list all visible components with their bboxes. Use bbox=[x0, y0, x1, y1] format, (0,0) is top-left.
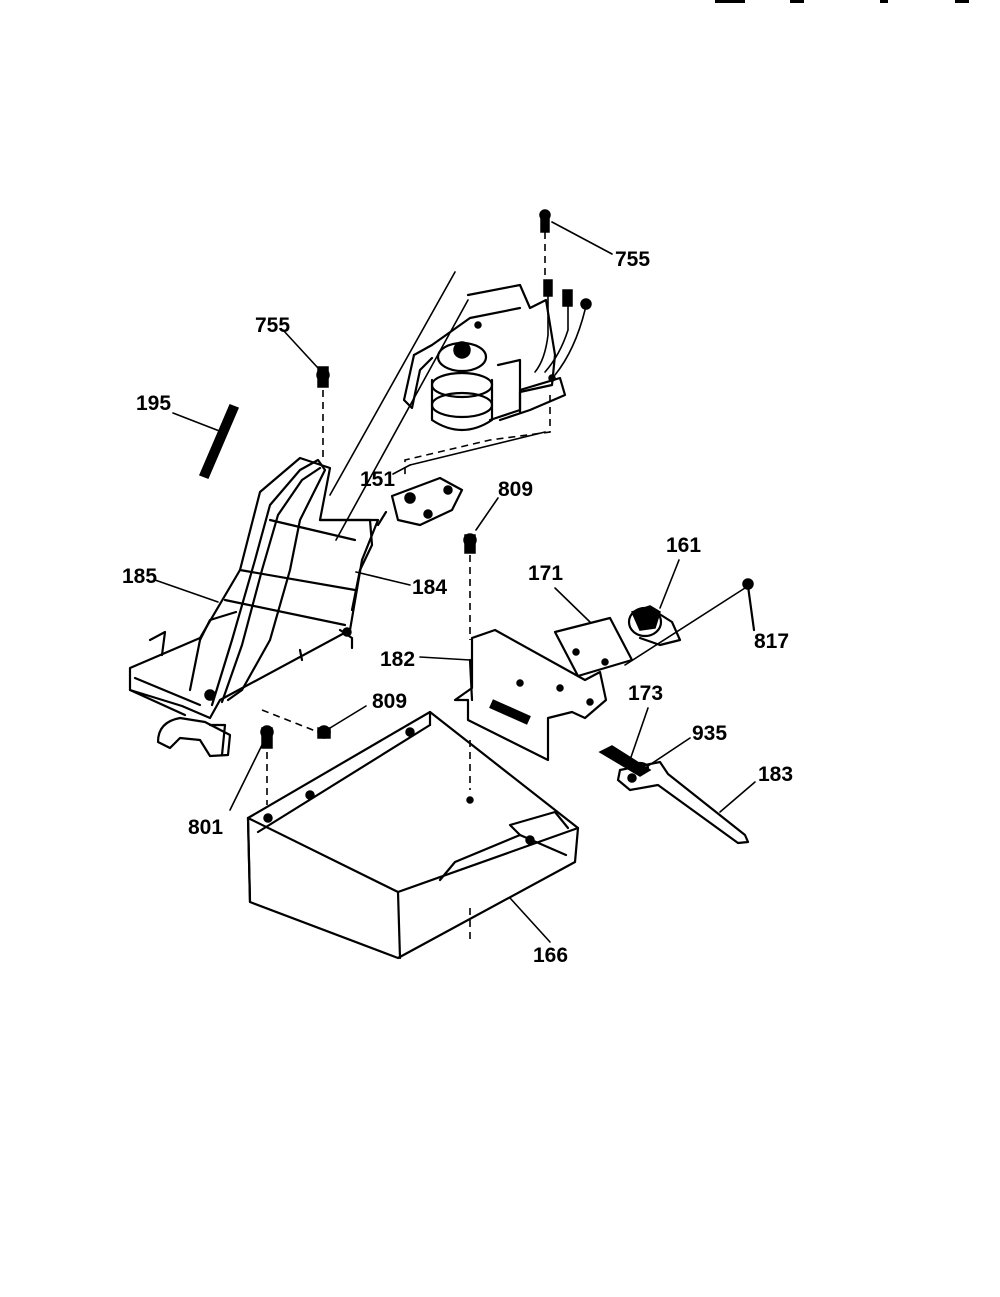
callout-809-top: 809 bbox=[498, 478, 533, 501]
base-pan-166 bbox=[246, 710, 580, 960]
rod-195 bbox=[172, 404, 239, 479]
callout-183: 183 bbox=[758, 763, 793, 786]
screw-755-left bbox=[282, 329, 330, 460]
callout-182: 182 bbox=[380, 648, 415, 671]
switch-161 bbox=[624, 559, 746, 666]
callout-755-top: 755 bbox=[615, 248, 650, 271]
callout-817: 817 bbox=[754, 630, 789, 653]
callout-151: 151 bbox=[360, 468, 395, 491]
callout-166: 166 bbox=[533, 944, 568, 967]
callout-171: 171 bbox=[528, 562, 563, 585]
callout-185: 185 bbox=[122, 565, 157, 588]
callout-161: 161 bbox=[666, 534, 701, 557]
frame-185 bbox=[128, 456, 380, 758]
top-edge-fragments bbox=[715, 0, 969, 3]
bracket-182 bbox=[419, 628, 608, 790]
rails-184 bbox=[210, 458, 411, 707]
screw-173 bbox=[598, 707, 652, 777]
bracket-plate-151 bbox=[390, 431, 546, 527]
washer-935 bbox=[630, 737, 691, 775]
callout-755-left: 755 bbox=[255, 314, 290, 337]
callout-809-mid: 809 bbox=[372, 690, 407, 713]
plate-171 bbox=[553, 587, 634, 678]
callout-173: 173 bbox=[628, 682, 663, 705]
rod-183 bbox=[616, 760, 756, 845]
callout-184: 184 bbox=[412, 576, 447, 599]
screw-817 bbox=[742, 578, 756, 632]
callout-195: 195 bbox=[136, 392, 171, 415]
callout-935: 935 bbox=[692, 722, 727, 745]
motor-assembly-151 bbox=[329, 232, 592, 541]
screw-755-top bbox=[539, 209, 613, 255]
callout-801: 801 bbox=[188, 816, 223, 839]
screw-801 bbox=[229, 725, 274, 811]
screw-809-mid bbox=[261, 705, 367, 739]
screw-809-top bbox=[463, 497, 499, 640]
